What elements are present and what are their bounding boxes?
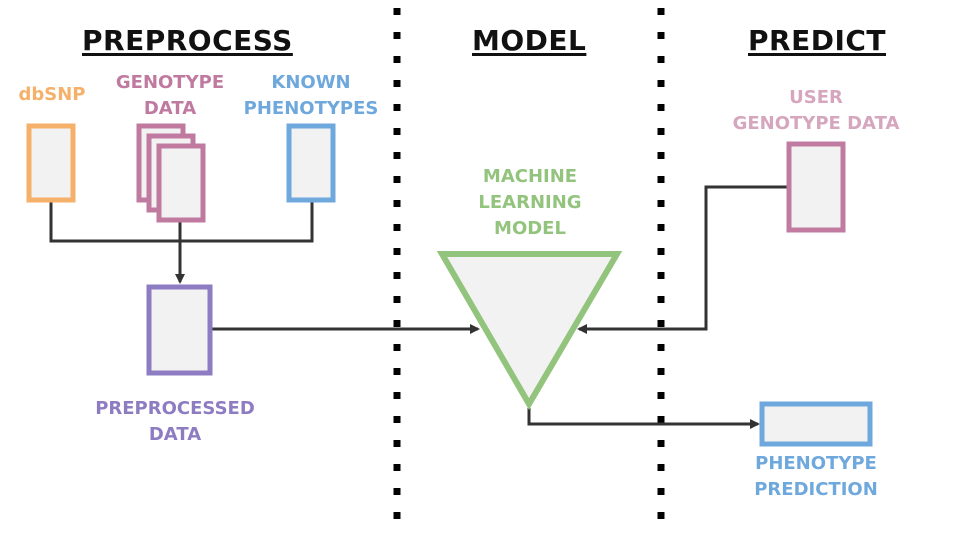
genotype-data-stack-front: [156, 143, 206, 223]
label-genotype-data-line-2: DATA: [143, 98, 197, 119]
preprocessed-data-box: [146, 284, 213, 376]
label-phenotype-prediction: PHENOTYPE PREDICTION: [736, 451, 896, 503]
label-genotype-data-line-1: GENOTYPE: [115, 72, 225, 93]
label-user-genotype-line-2: GENOTYPE DATA: [732, 113, 900, 134]
dbsnp-box: [26, 123, 76, 203]
heading-model: MODEL: [472, 24, 587, 57]
label-phenotype-prediction-line-2: PREDICTION: [754, 479, 878, 500]
label-ml-model-line-3: MODEL: [494, 218, 566, 239]
machine-learning-model-triangle: [436, 251, 623, 410]
label-known-phenotypes-line-1: KNOWN: [271, 72, 351, 93]
phenotype-prediction-box: [759, 401, 873, 447]
label-preprocessed-data: PREPROCESSED DATA: [85, 396, 265, 448]
label-user-genotype-data: USER GENOTYPE DATA: [716, 85, 916, 137]
label-ml-model-line-1: MACHINE: [482, 166, 578, 187]
label-ml-model-line-2: LEARNING: [478, 192, 582, 213]
heading-predict: PREDICT: [748, 24, 887, 57]
label-known-phenotypes: KNOWN PHENOTYPES: [236, 70, 386, 122]
label-preprocessed-data-line-1: PREPROCESSED: [95, 398, 255, 419]
label-machine-learning-model: MACHINE LEARNING MODEL: [465, 164, 595, 242]
label-genotype-data: GENOTYPE DATA: [110, 70, 230, 122]
label-user-genotype-line-1: USER: [789, 87, 843, 108]
label-preprocessed-data-line-2: DATA: [148, 424, 202, 445]
user-genotype-data-box: [786, 141, 846, 233]
label-dbsnp-line: dbSNP: [18, 84, 86, 105]
label-phenotype-prediction-line-1: PHENOTYPE: [755, 453, 877, 474]
label-dbsnp: dbSNP: [16, 82, 88, 108]
heading-preprocess: PREPROCESS: [82, 24, 293, 57]
label-known-phenotypes-line-2: PHENOTYPES: [243, 98, 379, 119]
arrow-model-to-prediction: [527, 408, 760, 429]
known-phenotypes-box: [286, 123, 336, 203]
arrow-user-to-model: [577, 185, 788, 334]
